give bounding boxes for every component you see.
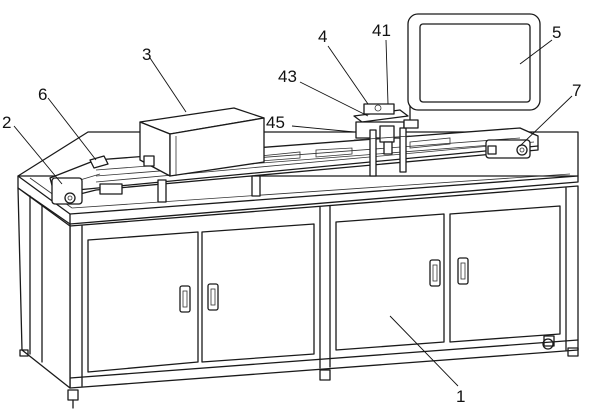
label-carriage-top: 41 [372, 21, 391, 40]
label-monitor: 5 [552, 23, 561, 42]
belt-clamp [89, 155, 123, 195]
label-cabinet: 1 [456, 387, 465, 406]
carriage [353, 103, 411, 177]
leader-lines [13, 39, 573, 387]
label-left-pulley: 2 [2, 113, 11, 132]
conveyor-rail [49, 127, 539, 201]
right-pulley [485, 139, 531, 159]
box [139, 107, 265, 203]
left-pulley [51, 177, 83, 205]
label-carriage-arm: 43 [278, 67, 297, 86]
label-right-pulley: 7 [572, 81, 581, 100]
reference-numerals: 2 6 3 4 41 43 45 5 7 1 [2, 21, 581, 406]
label-carriage-plate: 45 [266, 113, 285, 132]
label-box: 3 [142, 45, 151, 64]
label-belt-clamp: 6 [38, 85, 47, 104]
label-carriage: 4 [318, 27, 327, 46]
monitor [403, 13, 541, 129]
